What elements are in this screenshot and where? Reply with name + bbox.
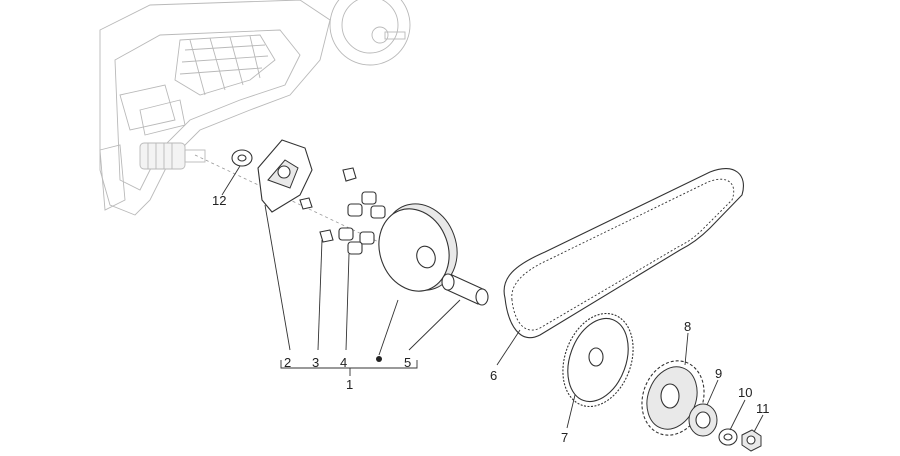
callout-3: 3 xyxy=(312,355,319,370)
callout-8: 8 xyxy=(684,319,691,334)
callout-10: 10 xyxy=(738,385,752,400)
assembly-axis xyxy=(194,154,481,291)
callout-labels: 12 2 3 4 5 1 6 7 8 9 10 11 xyxy=(212,193,770,445)
callout-4: 4 xyxy=(340,355,347,370)
slider-part-3 xyxy=(299,167,357,243)
fan-plate-part-7 xyxy=(562,312,634,408)
callout-11: 11 xyxy=(756,401,770,416)
bushing-part-5 xyxy=(441,273,489,306)
washer-part-12 xyxy=(231,149,253,167)
callout-5: 5 xyxy=(404,355,411,370)
fixed-pulley-part-8 xyxy=(641,360,705,436)
group-bracket xyxy=(280,360,418,369)
drive-shaft-splines xyxy=(139,142,206,170)
callout-12: 12 xyxy=(212,193,226,208)
group-marker-dot xyxy=(376,356,382,362)
ramp-plate-part-2 xyxy=(257,139,313,213)
callout-2: 2 xyxy=(284,355,291,370)
casing-rib-grid xyxy=(179,35,269,96)
callout-1: 1 xyxy=(346,377,353,392)
callout-6: 6 xyxy=(490,368,497,383)
nut-part-11 xyxy=(741,429,762,452)
variator-pulley xyxy=(378,203,458,292)
drive-belt-part-6 xyxy=(503,168,744,339)
callout-7: 7 xyxy=(561,430,568,445)
washer-part-10 xyxy=(718,428,738,446)
callout-9: 9 xyxy=(715,366,722,381)
leader-lines xyxy=(221,165,764,433)
hub-part-9 xyxy=(688,403,718,437)
rollers-part-4 xyxy=(338,191,386,255)
engine-casing-outline xyxy=(99,0,411,216)
